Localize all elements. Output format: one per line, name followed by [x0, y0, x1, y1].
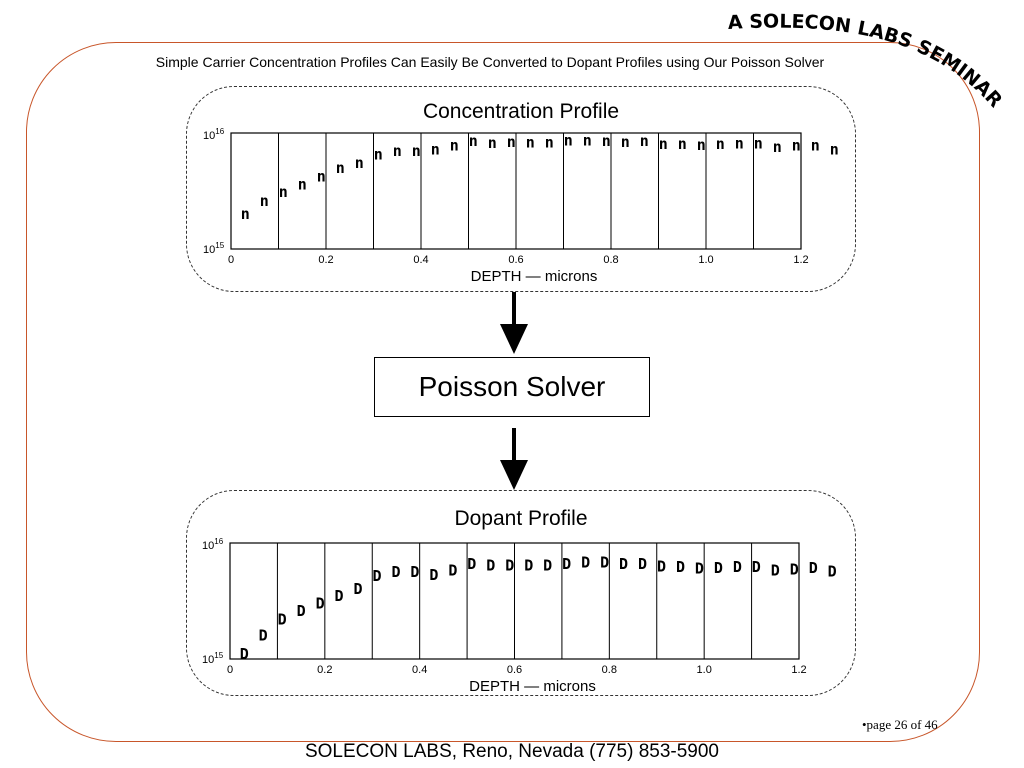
concentration-data-point: n	[507, 133, 516, 151]
dopant-data-point: D	[354, 580, 363, 598]
footer-contact: SOLECON LABS, Reno, Nevada (775) 853-590…	[304, 741, 719, 762]
poisson-solver-label: Poisson Solver	[418, 371, 606, 402]
concentration-data-point: n	[279, 183, 288, 201]
dopant-data-point: D	[278, 610, 287, 628]
concentration-data-point: n	[450, 137, 459, 155]
dopant-x-tick-label: 1.0	[697, 664, 712, 676]
concentration-data-point: n	[583, 132, 592, 150]
dopant-data-point: D	[297, 602, 306, 620]
concentration-data-point: n	[697, 136, 706, 154]
concentration-data-point: n	[678, 135, 687, 153]
dopant-data-point: D	[733, 558, 742, 576]
arrow-down-icon	[500, 428, 528, 490]
dopant-data-point: D	[676, 558, 685, 576]
concentration-data-point: n	[545, 133, 554, 151]
concentration-x-tick-label: 1.0	[698, 254, 713, 266]
concentration-data-point: n	[792, 137, 801, 155]
dopant-x-tick-label: 0.6	[507, 664, 522, 676]
concentration-data-point: n	[716, 135, 725, 153]
concentration-data-point: n	[811, 137, 820, 155]
concentration-data-point: n	[526, 133, 535, 151]
dopant-data-point: D	[524, 556, 533, 574]
concentration-x-axis-label: DEPTH — microns	[471, 268, 598, 285]
dopant-data-point: D	[505, 556, 514, 574]
dopant-data-point: D	[828, 562, 837, 580]
poisson-solver-box: Poisson Solver	[374, 357, 650, 417]
concentration-data-point: n	[317, 168, 326, 186]
dopant-x-axis-label: DEPTH — microns	[469, 678, 596, 695]
dopant-data-point: D	[809, 559, 818, 577]
concentration-x-tick-label: 0.8	[603, 254, 618, 266]
concentration-data-point: n	[640, 132, 649, 150]
dopant-data-point: D	[391, 563, 400, 581]
dopant-x-tick-label: 0.8	[602, 664, 617, 676]
page-number: •page 26 of 46	[862, 717, 938, 732]
dopant-data-point: D	[619, 555, 628, 573]
dopant-data-point: D	[771, 561, 780, 579]
dopant-data-point: D	[562, 555, 571, 573]
concentration-data-point: n	[393, 142, 402, 160]
concentration-profile-panel: Concentration Profile 0 0.2 0.4 0.6 0.8 1.0 1.…	[186, 86, 856, 292]
dopant-data-point: D	[600, 553, 609, 571]
dopant-x-tick-label: 0.4	[412, 664, 427, 676]
concentration-data-point: n	[735, 135, 744, 153]
concentration-data-point: n	[336, 159, 345, 177]
concentration-data-point: n	[621, 133, 630, 151]
dopant-y-tick-label: 1016	[202, 537, 224, 552]
dopant-x-tick-label: 0.2	[317, 664, 332, 676]
dopant-x-tick-label: 0	[227, 664, 233, 676]
dopant-data-point: D	[752, 558, 761, 576]
arrow-down-icon	[500, 292, 528, 354]
concentration-data-point: n	[830, 141, 839, 159]
concentration-data-point: n	[773, 138, 782, 156]
dopant-data-point: D	[335, 587, 344, 605]
concentration-data-point: n	[241, 205, 250, 223]
dopant-y-tick-label: 1015	[202, 651, 224, 666]
dopant-data-point: D	[714, 559, 723, 577]
dopant-data-point: D	[657, 557, 666, 575]
concentration-data-point: n	[659, 135, 668, 153]
dopant-data-point: D	[467, 555, 476, 573]
concentration-x-tick-label: 0.4	[413, 254, 428, 266]
concentration-data-point: n	[564, 132, 573, 150]
concentration-data-point: n	[488, 134, 497, 152]
concentration-data-point: n	[374, 146, 383, 164]
concentration-data-point: n	[355, 154, 364, 172]
concentration-y-tick-label: 1015	[203, 241, 225, 256]
dopant-data-point: D	[429, 566, 438, 584]
slide-frame	[26, 42, 980, 742]
concentration-data-point: n	[754, 135, 763, 153]
dopant-data-point: D	[695, 560, 704, 578]
dopant-data-point: D	[581, 553, 590, 571]
concentration-y-tick-label: 1016	[203, 127, 225, 142]
slide-title: Simple Carrier Concentration Profiles Ca…	[155, 54, 825, 70]
dopant-data-point: D	[240, 645, 249, 663]
concentration-data-point: n	[412, 142, 421, 160]
concentration-data-point: n	[260, 192, 269, 210]
dopant-x-tick-label: 1.2	[791, 664, 806, 676]
dopant-data-point: D	[448, 561, 457, 579]
concentration-data-point: n	[431, 141, 440, 159]
concentration-x-tick-label: 0.2	[318, 254, 333, 266]
concentration-chart-title: Concentration Profile	[422, 100, 620, 123]
dopant-data-point: D	[790, 561, 799, 579]
concentration-x-tick-label: 0.6	[508, 254, 523, 266]
dopant-data-point: D	[486, 556, 495, 574]
dopant-data-point: D	[372, 567, 381, 585]
concentration-x-tick-label: 0	[228, 254, 234, 266]
dopant-data-point: D	[638, 555, 647, 573]
dopant-data-point: D	[410, 563, 419, 581]
concentration-x-tick-label: 1.2	[793, 254, 808, 266]
concentration-data-point: n	[298, 175, 307, 193]
dopant-profile-panel: Dopant Profile 0 0.2 0.4 0.6 0.8 1.0 1.2 1016 10…	[186, 490, 856, 696]
dopant-chart-title: Dopant Profile	[454, 507, 588, 530]
dopant-data-point: D	[259, 626, 268, 644]
dopant-data-point: D	[543, 556, 552, 574]
concentration-data-point: n	[602, 132, 611, 150]
dopant-data-point: D	[316, 595, 325, 613]
concentration-data-point: n	[469, 132, 478, 150]
